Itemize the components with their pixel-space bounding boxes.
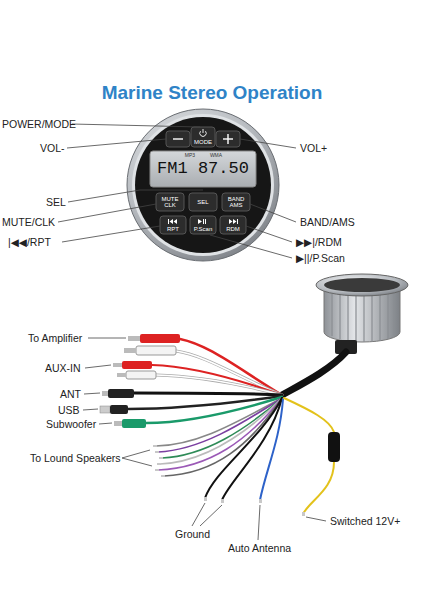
leader-lines [58,124,296,258]
callout-label: Auto Antenna [228,542,291,554]
display-text: MP3 [180,153,200,158]
button-label: RDM [220,226,246,232]
button-label: SEL [189,199,217,205]
button-label: BAND AMS [222,196,250,208]
rear-housing [316,274,408,354]
callout-label: AUX-IN [45,362,81,374]
callout-label: VOL+ [300,142,327,154]
callout-label: Ground [175,528,210,540]
button-label: MUTE CLK [156,196,184,208]
diagram-title: Marine Stereo Operation [0,82,424,104]
wiring-harness [128,339,346,514]
callout-label: Switched 12V+ [330,515,400,527]
callout-label: USB [58,404,80,416]
callout-label: To Amplifier [28,332,82,344]
button-label: RPT [160,226,186,232]
display-text: WMA [206,153,226,158]
callout-label: |◀◀/RPT [8,236,51,248]
callout-label: ▶||/P.Scan [296,252,345,264]
leader-lines [83,338,326,540]
callout-label: BAND/AMS [300,216,355,228]
display-readout: FM1 87.50 [150,160,256,177]
callout-label: To Lound Speakers [30,452,120,464]
callout-label: MUTE/CLK [2,216,55,228]
connectors [100,334,340,516]
callout-label: POWER/MODE [2,118,76,130]
callout-label: ▶▶|/RDM [296,236,342,248]
faceplate [127,109,279,261]
button-label: MODE [191,139,215,145]
callout-label: SEL [46,196,66,208]
button-label: P.Scan [190,226,216,232]
callout-label: Subwoofer [46,418,96,430]
callout-label: VOL- [40,142,65,154]
callout-label: ANT [60,388,81,400]
